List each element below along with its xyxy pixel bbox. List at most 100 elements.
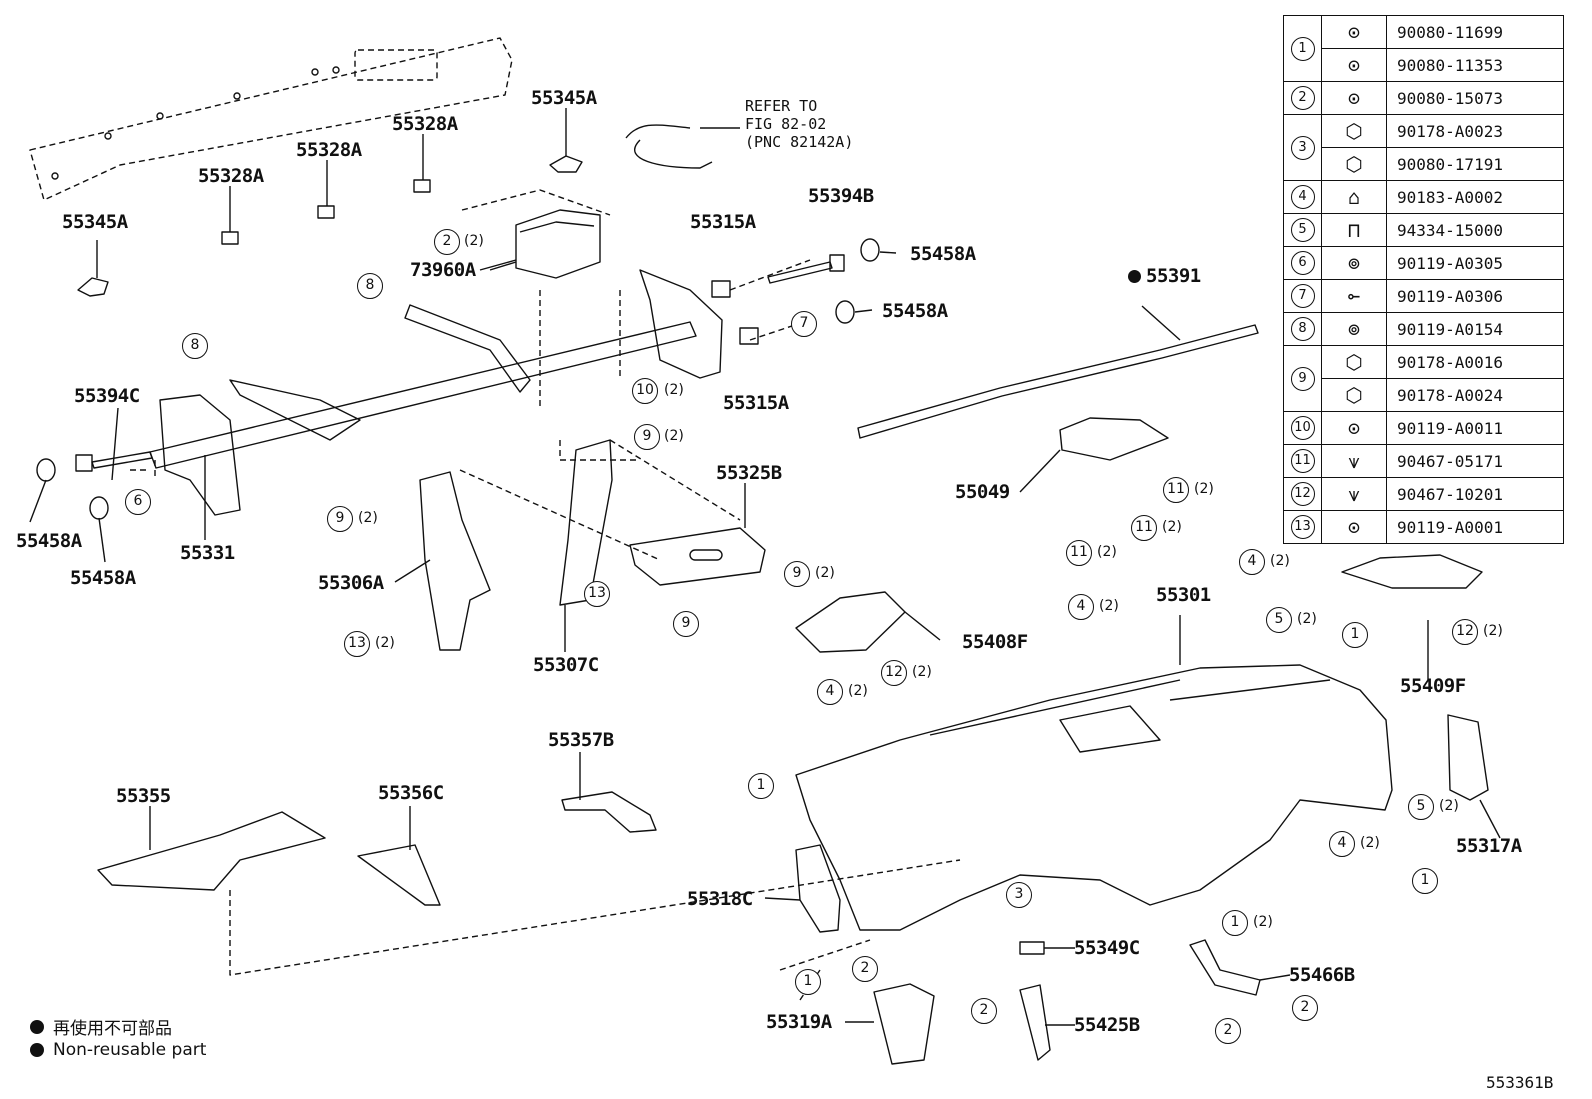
label-55458A-3: 55458A — [16, 530, 82, 552]
callout-qty: (2) — [1097, 544, 1117, 560]
callout-circle: 2 — [1215, 1018, 1241, 1044]
nut-icon: ⬡ — [1321, 378, 1387, 412]
reinforcement-beam — [149, 269, 723, 516]
fastener-key: 10 — [1283, 411, 1322, 445]
fastener-key: 7 — [1283, 279, 1322, 313]
label-55328A-1: 55328A — [198, 165, 264, 187]
callout-circle: 9 — [784, 561, 810, 587]
callout-qty: (2) — [358, 510, 378, 526]
screw-icon: ⊙ — [1321, 48, 1387, 82]
callout-circle: 11 — [1131, 515, 1157, 541]
callout-circle: 13 — [344, 631, 370, 657]
label-55394B: 55394B — [808, 185, 874, 207]
long-bolt-icon: ⟜ — [1321, 279, 1387, 313]
callout-circle: 8 — [182, 333, 208, 359]
fastener-key: 8 — [1283, 312, 1322, 346]
collar-55458A-4 — [89, 496, 109, 520]
label-55307C: 55307C — [533, 654, 599, 676]
bolt-55394B — [767, 254, 845, 284]
fastener-key-circle: 13 — [1290, 515, 1315, 539]
fastener-part-number: 90178-A0023 — [1386, 114, 1564, 148]
fastener-key-circle: 7 — [1290, 284, 1315, 308]
cover-55049 — [1059, 417, 1169, 461]
fastener-row: 2⊙90080-15073 — [1283, 81, 1564, 115]
leader-lines — [29, 251, 1501, 1026]
screw-icon: ⊙ — [1321, 15, 1387, 49]
cover-55409F — [1341, 554, 1483, 589]
fastener-row: 5⊓94334-15000 — [1283, 213, 1564, 247]
illustration-number: 553361B — [1486, 1073, 1554, 1092]
fastener-part-number: 90119-A0305 — [1386, 246, 1564, 280]
bracket-55466B — [1189, 939, 1261, 996]
callout-qty: (2) — [848, 683, 868, 699]
silencer-55355 — [97, 811, 326, 891]
collar-55458A-3 — [36, 458, 56, 482]
callout-circle: 9 — [634, 424, 660, 450]
fastener-row: 1⊙90080-11699 — [1283, 15, 1564, 82]
fastener-key-circle: 1 — [1290, 36, 1315, 61]
callout-circle: 2 — [434, 229, 460, 255]
callout-qty: (2) — [1439, 798, 1459, 814]
fastener-part-number: 90119-A0306 — [1386, 279, 1564, 313]
label-55315A-top: 55315A — [690, 211, 756, 233]
fastener-key: 2 — [1283, 81, 1322, 115]
bracket-55425B — [1019, 984, 1051, 1061]
fastener-key: 11 — [1283, 444, 1322, 478]
callout-circle: 6 — [125, 489, 151, 515]
fastener-row: 3⬡90178-A0023 — [1283, 114, 1564, 181]
fastener-row: ⊙90080-11353 — [1284, 48, 1564, 82]
fastener-key-circle: 12 — [1290, 482, 1315, 506]
brace-55306A — [419, 471, 491, 651]
fastener-part-number: 90178-A0024 — [1386, 378, 1564, 412]
callout-circle: 3 — [1006, 882, 1032, 908]
fastener-part-number: 90467-05171 — [1386, 444, 1564, 478]
fastener-part-number: 94334-15000 — [1386, 213, 1564, 247]
fastener-key-circle: 5 — [1290, 218, 1315, 242]
label-55345A-left: 55345A — [62, 211, 128, 233]
fastener-row: 13⊙90119-A0001 — [1283, 510, 1564, 544]
callout-qty: (2) — [664, 428, 684, 444]
side-cover-55318C — [795, 844, 841, 933]
label-55357B: 55357B — [548, 729, 614, 751]
brace-55307C — [559, 439, 613, 606]
bolt-icon: ⊚ — [1321, 312, 1387, 346]
fastener-part-number: 90119-A0154 — [1386, 312, 1564, 346]
fastener-key: 12 — [1283, 477, 1322, 511]
fastener-key-circle: 9 — [1290, 366, 1315, 391]
fastener-key: 5 — [1283, 213, 1322, 247]
callout-qty: (2) — [912, 664, 932, 680]
pad-55349C — [1019, 941, 1045, 955]
callout-qty: (2) — [1253, 914, 1273, 930]
clip-icon: ⌂ — [1321, 180, 1387, 214]
label-55356C: 55356C — [378, 782, 444, 804]
callout-circle: 1 — [795, 969, 821, 995]
label-55391: 55391 — [1128, 266, 1201, 286]
bolt-55394C — [75, 451, 153, 472]
fastener-row: 8⊚90119-A0154 — [1283, 312, 1564, 346]
callout-qty: (2) — [375, 635, 395, 651]
label-55409F: 55409F — [1400, 675, 1466, 697]
label-55317A: 55317A — [1456, 835, 1522, 857]
callout-circle: 5 — [1266, 607, 1292, 633]
fastener-row: 12⩛90467-10201 — [1283, 477, 1564, 511]
callout-qty: (2) — [815, 565, 835, 581]
label-55301: 55301 — [1156, 584, 1211, 606]
label-55466B: 55466B — [1289, 964, 1355, 986]
collar-55458A-2 — [835, 300, 855, 324]
label-55458A-2: 55458A — [882, 300, 948, 322]
fastener-part-number: 90080-11699 — [1386, 15, 1564, 49]
fastener-row: 7⟜90119-A0306 — [1283, 279, 1564, 313]
legend-jp: 再使用不可部品 — [30, 1014, 172, 1039]
callout-circle: 1 — [748, 773, 774, 799]
fastener-key-circle: 8 — [1290, 317, 1315, 341]
callout-circle: 11 — [1066, 540, 1092, 566]
fastener-row: 11⩛90467-05171 — [1283, 444, 1564, 478]
nut-55328A-2 — [317, 205, 335, 219]
callout-circle: 4 — [1239, 549, 1265, 575]
callout-circle: 2 — [971, 998, 997, 1024]
fastener-part-number: 90080-17191 — [1386, 147, 1564, 181]
callout-qty: (2) — [1297, 611, 1317, 627]
